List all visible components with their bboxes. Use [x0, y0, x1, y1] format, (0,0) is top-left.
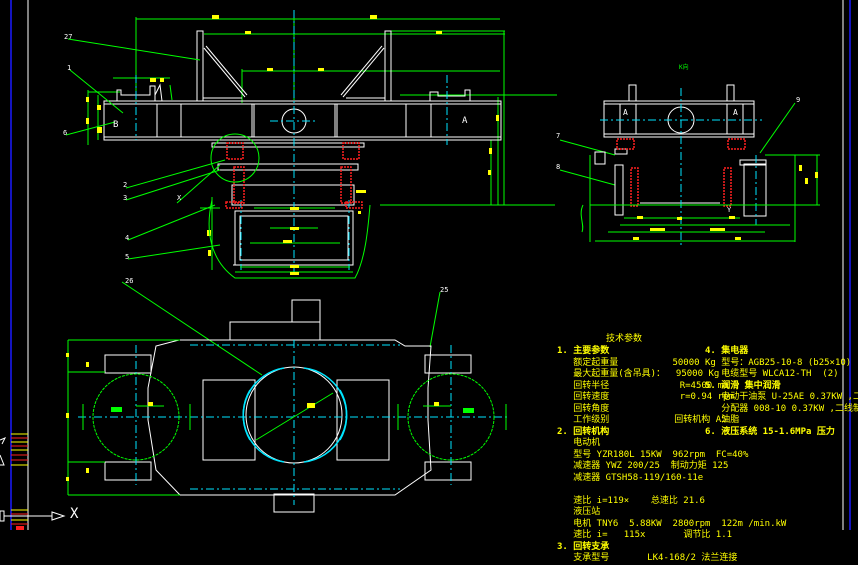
tech-note-line: [557, 484, 786, 496]
tech-note-line: 支承型号 LK4-168/2 法兰连接: [557, 553, 738, 563]
leader-label-y: Y: [727, 206, 732, 214]
leader-lines-front: [65, 38, 796, 376]
leader-label-5: 5: [125, 253, 130, 261]
tech-note-line: 型号 YZR180L 15KW 962rpm FC=40%: [557, 449, 749, 460]
leader-label-27: 27: [64, 33, 73, 41]
leader-label-x: X: [177, 194, 182, 202]
leader-label-2: 2: [123, 181, 128, 189]
tech-note-line: 分配器 008-10 0.37KW ,二线制: [705, 403, 858, 414]
tech-note-line: 液压站: [557, 507, 601, 517]
tech-note-line: 6. 液压系统 15-1.6MPa 压力: [705, 426, 835, 437]
section-mark-a: A: [462, 116, 468, 126]
tech-note-line: 回转速度 r=0.94 rpm: [557, 392, 734, 402]
tech-note-line: 最大起重量(含吊具)： 95000 Kg: [557, 369, 720, 379]
tech-note-line: 电动干油泵 U-25AE 0.37KW ,二线制: [721, 392, 858, 402]
tech-note-line: 减速器 YWZ 200/25 制动力矩 125: [557, 461, 729, 471]
tech-note-line: 速比 i=119× 总速比 21.6: [557, 495, 705, 506]
tech-note-line: 工作级别 回转机构 A5: [557, 415, 727, 425]
tech-notes-title: 技术参数: [606, 334, 643, 344]
side-mark-a1: A: [623, 108, 628, 117]
tech-note-line: 额定起重量 50000 Kg: [557, 357, 716, 368]
leader-label-8: 8: [556, 163, 561, 171]
tech-note-line: 型号：AGB25-10-8 (b25×10): [705, 357, 852, 368]
leader-label-3: 3: [123, 194, 128, 202]
tech-note-line: 3. 回转支承: [557, 541, 610, 552]
tech-note-line: 回转半径 R=4500 mm: [557, 380, 729, 391]
leader-label-6: 6: [63, 129, 68, 137]
side-view-k: [580, 84, 820, 248]
side-view-title: K向: [679, 64, 689, 71]
tech-notes-right: 4. 集电器 型号：AGB25-10-8 (b25×10) 电缆型号 WLCA1…: [705, 346, 858, 438]
section-mark-b: B: [113, 120, 119, 130]
leader-label-1: 1: [67, 64, 72, 72]
plan-view: [66, 299, 510, 513]
tech-note-line: 1. 主要参数: [557, 346, 610, 356]
tech-note-line: 电动机: [557, 438, 601, 448]
front-elevation-view: [86, 10, 557, 279]
leader-label-7: 7: [556, 132, 561, 140]
tech-note-line: 电缆型号 WLCA12-TH (2): [705, 369, 839, 379]
leader-label-9: 9: [796, 96, 801, 104]
ucs-axis-label: X: [70, 506, 79, 522]
tech-note-line: 油脂: [705, 415, 740, 425]
cad-drawing-canvas[interactable]: [0, 0, 858, 530]
ucs-icon: [0, 510, 66, 522]
tech-note-line: 4. 集电器: [705, 346, 749, 356]
leader-label-26: 26: [125, 277, 134, 285]
tech-notes-left: 1. 主要参数 额定起重量 50000 Kg 最大起重量(含吊具)： 95000…: [557, 346, 786, 565]
side-mark-a2: A: [733, 108, 738, 117]
tech-note-line: 速比 i= 115x 调节比 1.1: [557, 530, 733, 540]
leader-label-25: 25: [440, 286, 449, 294]
tech-note-line: 2. 回转机构: [557, 426, 610, 437]
left-strip-table: [0, 433, 28, 530]
tech-note-line: 电机 TNY6 5.88KW 2800rpm 122m /min.kW: [557, 518, 787, 529]
tech-note-line: 回转角度: [557, 403, 610, 414]
tech-note-line: 5. 润滑 集中润滑: [705, 380, 781, 391]
leader-label-4: 4: [125, 234, 130, 242]
tech-note-line: 减速器 GTSH58-119/160-11e: [557, 472, 704, 483]
